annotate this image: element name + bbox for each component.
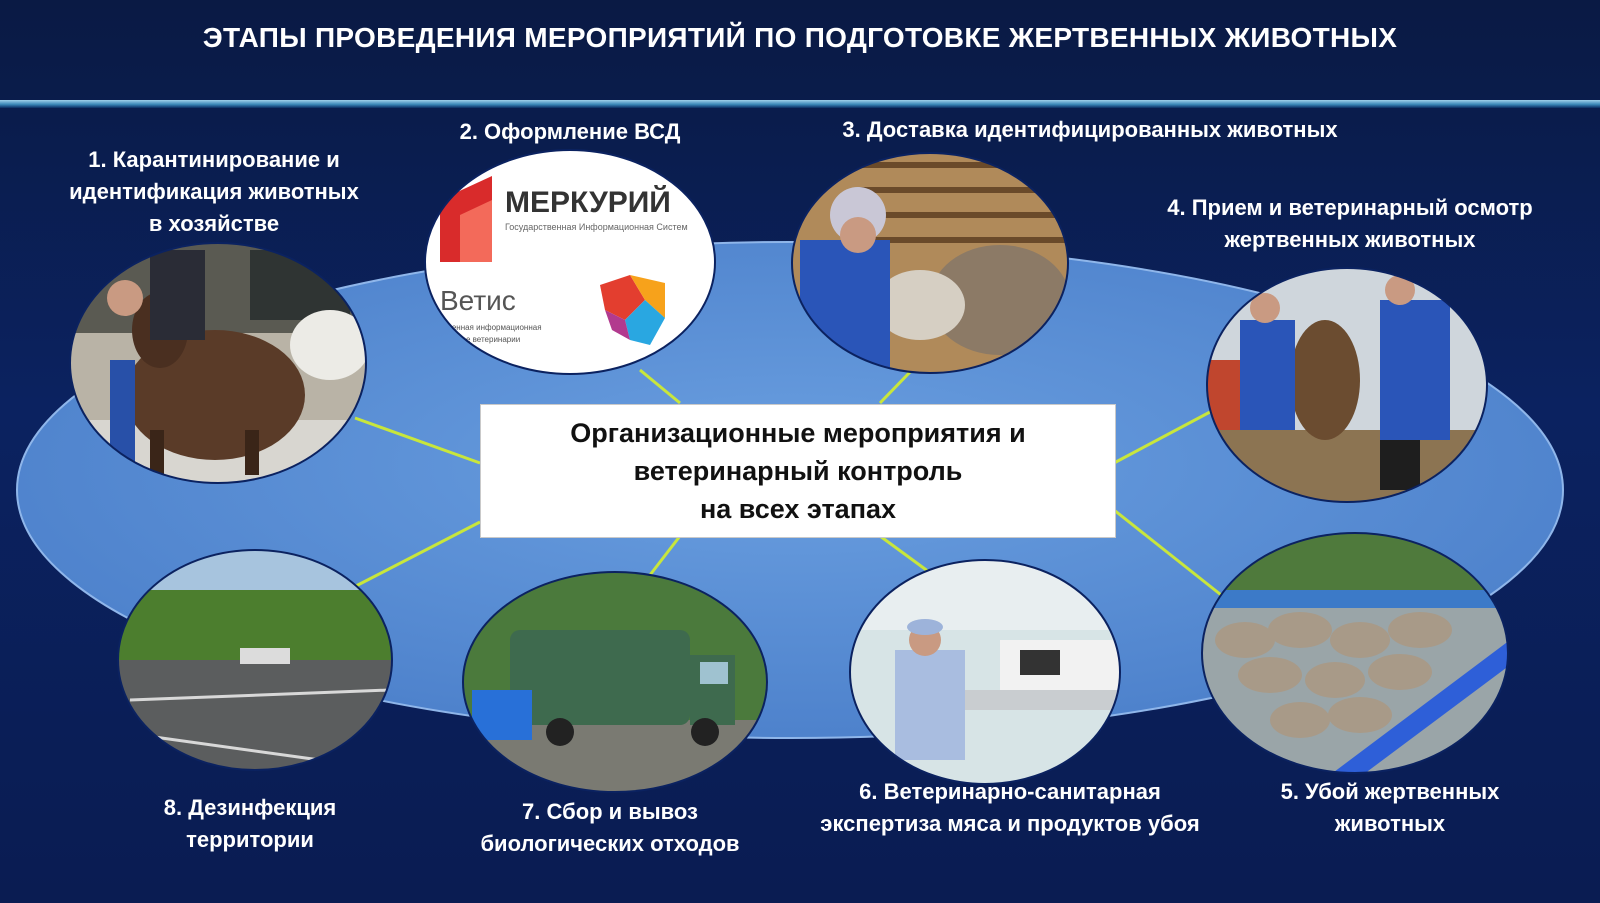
stage-1-label: 1. Карантинирование и идентификация живо… <box>69 147 359 236</box>
connector-7 <box>648 535 682 576</box>
vetis-logo-subtext-1: ственная информационная <box>440 323 542 332</box>
center-box: Организационные мероприятия и ветеринарн… <box>480 404 1116 538</box>
connectors <box>351 368 1231 604</box>
connector-2 <box>639 368 681 405</box>
photo-inspection <box>1207 268 1487 502</box>
stage-7-label: 7. Сбор и вывоз биологических отходов <box>480 799 740 856</box>
center-line-1: Организационные мероприятия и <box>570 418 1026 448</box>
connector-3 <box>878 368 914 405</box>
photo-vsd-logos: МЕРКУРИЙ Государственная Информационная … <box>425 150 715 374</box>
stage-8-label: 8. Дезинфекция территории <box>163 795 337 852</box>
stage-5-label: 5. Убой жертвенных животных <box>1280 779 1500 836</box>
connector-1 <box>354 416 481 465</box>
stage-3-label: 3. Доставка идентифицированных животных <box>842 117 1338 142</box>
mercury-logo-subtext: Государственная Информационная Систем <box>505 222 688 232</box>
connector-4 <box>1113 410 1211 465</box>
center-line-3: на всех этапах <box>699 494 897 524</box>
photo-disinfection <box>118 550 392 770</box>
photo-delivery <box>792 153 1068 373</box>
stage-4-label: 4. Прием и ветеринарный осмотр жертвенны… <box>1167 195 1533 252</box>
page-title: ЭТАПЫ ПРОВЕДЕНИЯ МЕРОПРИЯТИЙ ПО ПОДГОТОВ… <box>202 22 1398 53</box>
connector-5 <box>1113 508 1231 604</box>
stage-2-label: 2. Оформление ВСД <box>459 119 681 144</box>
photo-laboratory <box>850 560 1120 784</box>
vetis-logo-subtext-2: в сфере ветеринарии <box>440 335 520 344</box>
title-divider <box>0 100 1600 108</box>
stage-6-label: 6. Ветеринарно-санитарная экспертиза мяс… <box>820 779 1200 836</box>
mercury-logo-text: МЕРКУРИЙ <box>505 185 671 219</box>
vetis-logo-icon <box>600 275 665 345</box>
vetis-logo-text: Ветис <box>440 285 516 316</box>
connector-8 <box>351 520 481 590</box>
center-line-2: ветеринарный контроль <box>633 456 963 486</box>
